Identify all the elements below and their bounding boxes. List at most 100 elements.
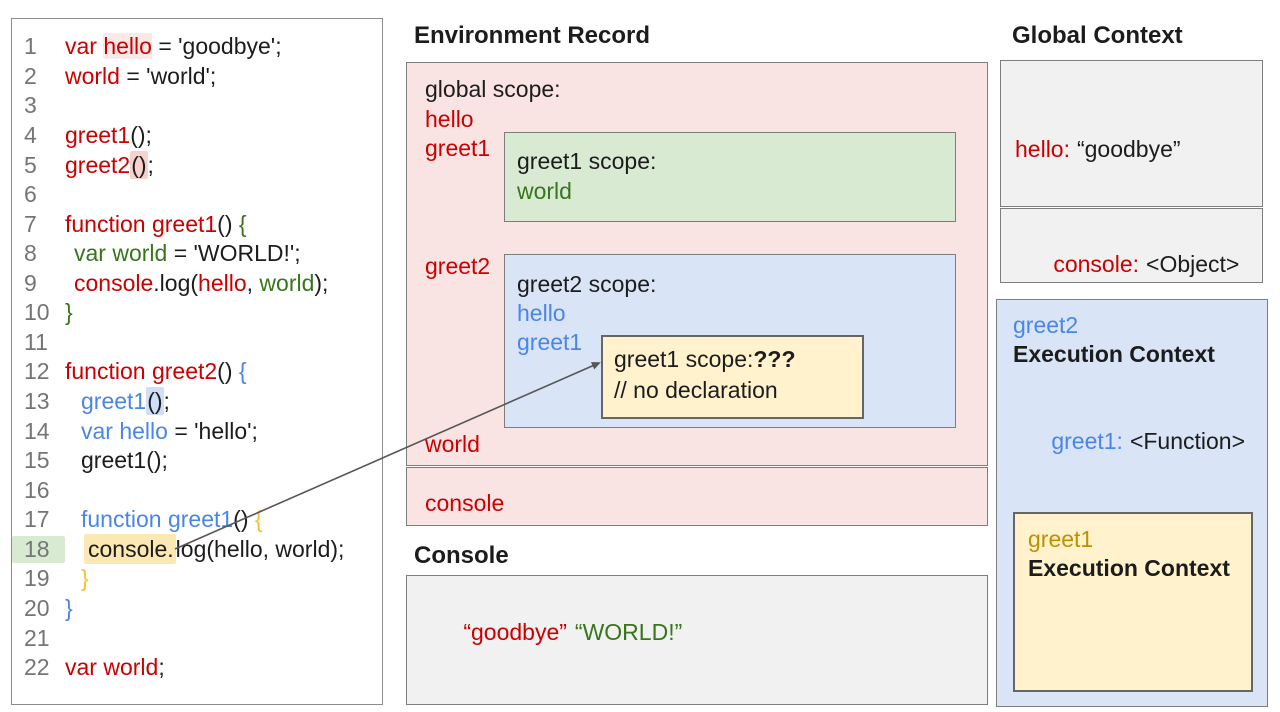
line-number: 15 [24, 447, 50, 474]
code-token: greet1(); [81, 447, 168, 474]
code-line: 15 greet1(); [12, 446, 382, 476]
console-scope-box: console [406, 467, 988, 526]
console-output-goodbye: “goodbye” [463, 619, 567, 645]
code-token: } [65, 299, 73, 326]
var-world-label: world [425, 431, 480, 457]
code-line: 21 [12, 623, 382, 653]
code-token: () [233, 506, 255, 533]
code-token: () [130, 150, 148, 179]
global-context-row: hello:“goodbye” [1015, 135, 1262, 165]
line-number: 17 [24, 506, 50, 533]
code-text: } [65, 565, 89, 592]
code-token: = 'WORLD!'; [167, 240, 301, 267]
line-number: 22 [24, 654, 50, 681]
console-output-line: “goodbye” “WORLD!” [425, 592, 682, 673]
greet1-inner-scope-text: greet1 scope: [614, 346, 754, 372]
code-token: = 'world'; [119, 62, 217, 89]
line-number: 8 [24, 240, 37, 267]
code-text: var hello = 'hello'; [65, 418, 258, 445]
line-number: 10 [24, 299, 50, 326]
gc-value: “goodbye” [1076, 136, 1181, 162]
code-token: var [65, 33, 104, 60]
greet2-ec-subtitle: Execution Context [1013, 341, 1215, 367]
code-token: greet1 [65, 121, 131, 148]
global-context-box: hello:“goodbye” world:“world” greet1:<Fu… [1000, 60, 1263, 428]
greet2-scope-var-greet1: greet1 [517, 329, 583, 355]
code-token: log(hello, world); [175, 535, 345, 562]
code-text: console.log(hello, world); [65, 533, 345, 564]
gc-console-key: console: [1053, 251, 1140, 277]
greet2-ec-name: greet2 [1013, 312, 1079, 338]
code-text: greet2(); [65, 150, 154, 179]
code-line: 3 [12, 91, 382, 121]
code-line: 10} [12, 298, 382, 328]
code-token: { [238, 358, 247, 385]
code-token: () [217, 210, 239, 237]
greet1-inner-scope-label: greet1 scope:??? [614, 346, 796, 373]
global-scope-label: global scope: [425, 76, 561, 102]
gc-key: hello: [1015, 136, 1070, 162]
line-number: 18 [12, 535, 65, 563]
code-token: { [238, 210, 247, 237]
greet1-inner-comment: // no declaration [614, 377, 778, 403]
code-token: console [74, 269, 154, 296]
global-context-console-box: console:<Object> [1000, 208, 1263, 283]
code-token: { [254, 506, 263, 533]
code-token: hello [103, 33, 152, 60]
console-output-world: “WORLD!” [574, 619, 683, 645]
code-text: var world = 'WORLD!'; [65, 240, 301, 267]
code-text: } [65, 299, 73, 326]
greet2-ec-key: greet1: [1051, 428, 1123, 454]
gc-console-value: <Object> [1146, 251, 1240, 277]
code-token: function greet1 [81, 506, 234, 533]
greet1-scope-label: greet1 scope: [517, 148, 657, 174]
var-console-label: console [425, 490, 505, 516]
code-line: 19} [12, 564, 382, 594]
global-context-title: Global Context [1012, 22, 1183, 49]
code-token: } [81, 565, 89, 592]
code-text: var hello = 'goodbye'; [65, 33, 282, 60]
code-line: 11 [12, 328, 382, 358]
code-token: var world [65, 654, 159, 681]
var-greet2-label: greet2 [425, 253, 491, 279]
code-token: greet1 [81, 388, 147, 415]
code-token: ; [158, 654, 165, 681]
line-number: 2 [24, 62, 37, 89]
code-line: 8 var world = 'WORLD!'; [12, 239, 382, 269]
greet2-scope-var-hello: hello [517, 300, 566, 326]
var-greet1-label: greet1 [425, 135, 491, 161]
code-token: world [259, 269, 315, 296]
code-text: greet1(); [65, 447, 168, 474]
env-record-title: Environment Record [414, 22, 651, 49]
code-token: ; [163, 388, 170, 415]
code-token: function greet2 [65, 358, 218, 385]
code-token: () [146, 387, 164, 416]
code-text: var world; [65, 654, 165, 681]
code-token: hello [198, 269, 247, 296]
line-number: 4 [24, 121, 37, 148]
greet2-scope-box: greet2 scope: hello greet1 greet1 scope:… [504, 254, 956, 428]
greet1-ec-name: greet1 [1028, 526, 1094, 552]
var-hello-label: hello [425, 106, 474, 132]
line-number: 9 [24, 269, 37, 296]
code-token: = 'hello'; [167, 417, 258, 444]
greet1-ec-subtitle: Execution Context [1028, 555, 1230, 581]
greet2-ec-row: greet1:<Function> [1013, 401, 1245, 482]
code-line: 6 [12, 180, 382, 210]
greet2-execution-context-box: greet2 Execution Context greet1:<Functio… [996, 299, 1268, 707]
line-number: 19 [24, 565, 50, 592]
line-number: 12 [24, 358, 50, 385]
code-token: greet2 [65, 151, 131, 178]
line-number: 7 [24, 210, 37, 237]
